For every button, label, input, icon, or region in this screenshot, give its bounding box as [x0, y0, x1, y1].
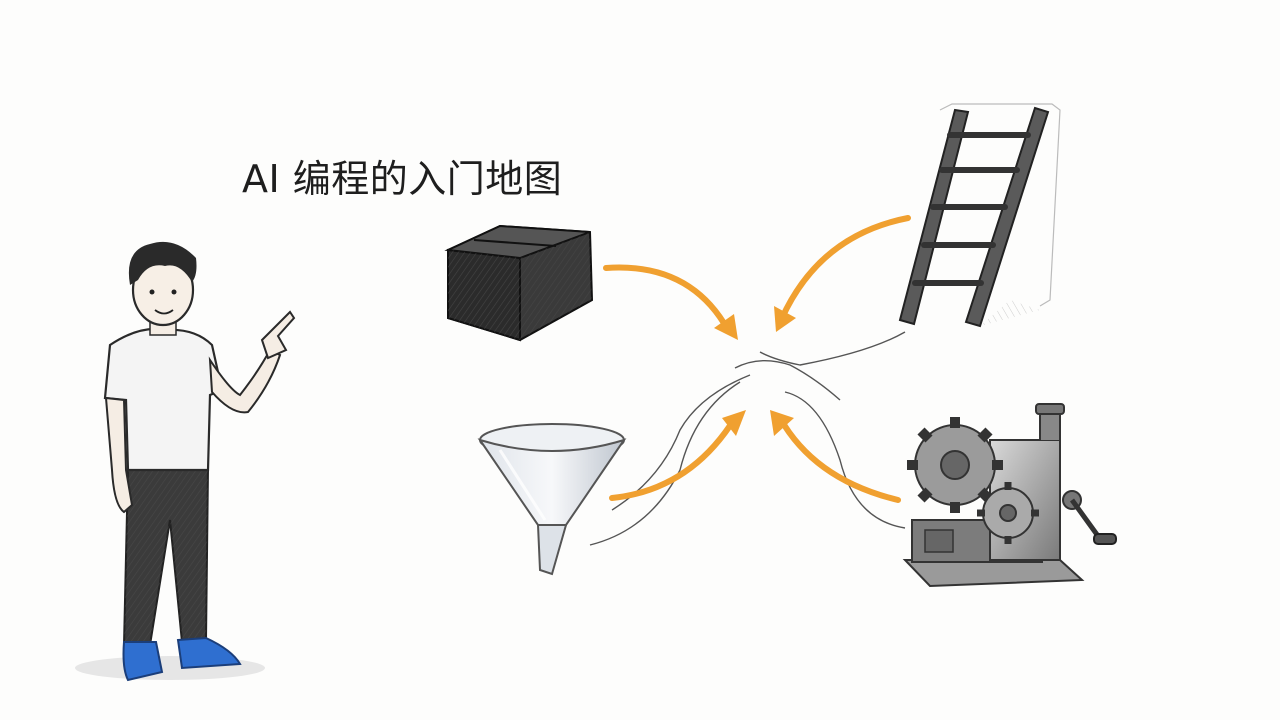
pointing-person	[75, 241, 296, 682]
arrow-from-machine	[777, 415, 901, 503]
large-gear	[907, 417, 1003, 513]
funnel-icon	[477, 423, 627, 576]
connector-lines	[589, 331, 906, 546]
ladder-icon	[898, 103, 1061, 328]
pointing-hand	[260, 310, 296, 360]
left-arm	[104, 396, 134, 514]
right-arm	[208, 348, 282, 414]
ladder-rungs	[912, 132, 1031, 286]
arrow-from-funnel	[609, 415, 738, 501]
arrow-from-box	[603, 264, 731, 333]
hair	[128, 241, 197, 285]
arrow-from-ladder	[779, 215, 911, 321]
gear-machine-icon	[902, 403, 1117, 588]
shirt	[103, 327, 224, 472]
small-gear	[977, 482, 1039, 544]
arrows	[603, 215, 911, 503]
black-box-icon	[444, 224, 594, 342]
page-title: AI 编程的入门地图	[242, 157, 563, 201]
right-shoe	[176, 636, 242, 670]
crank-handle-icon	[1062, 490, 1117, 545]
arrow-heads	[714, 306, 796, 436]
left-shoe	[122, 641, 164, 682]
